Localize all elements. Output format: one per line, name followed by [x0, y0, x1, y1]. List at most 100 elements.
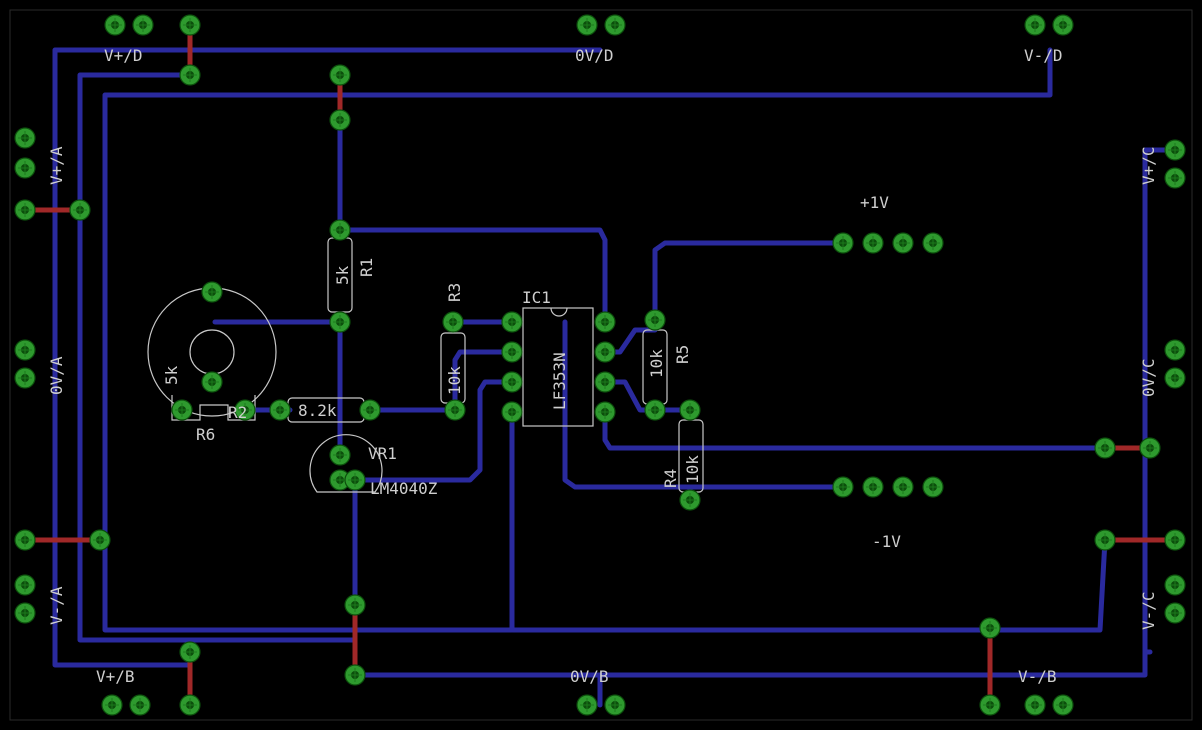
pad — [344, 664, 366, 686]
pad — [14, 602, 36, 624]
silkscreen — [147, 237, 704, 493]
label-r3-value: 10k — [445, 366, 464, 395]
pad — [269, 399, 291, 421]
label-v-minus-b: V-/B — [1018, 667, 1057, 686]
pad — [644, 309, 666, 331]
pad — [179, 694, 201, 716]
label-v-plus-b: V+/B — [96, 667, 135, 686]
pad — [1024, 694, 1046, 716]
label-vr1-value: LM4040Z — [370, 479, 438, 498]
label-0v-b: 0V/B — [570, 667, 609, 686]
label-0v-c: 0V/C — [1139, 358, 1158, 397]
pad — [644, 399, 666, 421]
pad — [101, 694, 123, 716]
pad — [1164, 367, 1186, 389]
pad — [14, 157, 36, 179]
label-ic1-value: LF353N — [550, 352, 569, 410]
ic1-body — [522, 307, 594, 427]
label-r6-name: R6 — [196, 425, 215, 444]
label-r1-name: R1 — [357, 258, 376, 277]
pad — [442, 311, 464, 333]
pad — [892, 232, 914, 254]
pad — [594, 371, 616, 393]
pad — [132, 14, 154, 36]
pad — [69, 199, 91, 221]
pad — [201, 281, 223, 303]
pad — [501, 341, 523, 363]
label-minus-1v: -1V — [872, 532, 901, 551]
pad — [171, 399, 193, 421]
pad — [179, 64, 201, 86]
label-plus-1v: +1V — [860, 193, 889, 212]
pad — [104, 14, 126, 36]
pad — [329, 64, 351, 86]
label-vr1-name: VR1 — [368, 444, 397, 463]
label-r4-name: R4 — [661, 469, 680, 488]
pad — [604, 14, 626, 36]
pad — [329, 444, 351, 466]
pad — [862, 232, 884, 254]
label-v-plus-a: V+/A — [47, 146, 66, 185]
pad — [1164, 339, 1186, 361]
pad — [922, 476, 944, 498]
label-0v-a: 0V/A — [47, 356, 66, 395]
board-outline — [9, 9, 1193, 721]
pad — [201, 371, 223, 393]
pad — [344, 469, 366, 491]
top-traces — [22, 22, 1178, 708]
pad — [179, 641, 201, 663]
pad — [594, 311, 616, 333]
pad — [14, 574, 36, 596]
label-v-minus-a: V-/A — [47, 586, 66, 625]
pad — [1164, 529, 1186, 551]
pad — [862, 476, 884, 498]
label-0v-d: 0V/D — [575, 46, 614, 65]
pad — [679, 489, 701, 511]
r6-trimpot-outline — [147, 287, 277, 417]
label-r1-value: 5k — [333, 265, 352, 285]
pad — [1164, 574, 1186, 596]
pad — [1164, 602, 1186, 624]
pad — [14, 529, 36, 551]
pad — [179, 14, 201, 36]
labels: V+/D 0V/D V-/D V+/A 0V/A V-/A V+/B 0V/B … — [47, 46, 1158, 686]
pad — [594, 401, 616, 423]
pad — [14, 127, 36, 149]
pad — [1024, 14, 1046, 36]
label-r3-name: R3 — [445, 283, 464, 302]
pad — [501, 371, 523, 393]
label-r4-value: 10k — [683, 455, 702, 484]
pad — [501, 311, 523, 333]
label-v-plus-d: V+/D — [104, 46, 143, 65]
pad — [1139, 437, 1161, 459]
pad — [329, 311, 351, 333]
r6-trimpot-knob — [189, 329, 235, 375]
pad — [832, 232, 854, 254]
pad — [1052, 14, 1074, 36]
pad — [501, 401, 523, 423]
label-r2-name: R2 — [228, 403, 247, 422]
pad — [1164, 139, 1186, 161]
label-v-minus-c: V-/C — [1139, 591, 1158, 630]
pad — [604, 694, 626, 716]
ic1-notch — [550, 307, 568, 317]
pad — [359, 399, 381, 421]
pad — [892, 476, 914, 498]
pad — [576, 14, 598, 36]
pad — [14, 367, 36, 389]
label-r6-value: 5k — [162, 365, 181, 385]
label-v-minus-d: V-/D — [1024, 46, 1063, 65]
pad — [1164, 167, 1186, 189]
pad — [14, 339, 36, 361]
pad — [444, 399, 466, 421]
pad — [234, 399, 256, 421]
pad — [344, 594, 366, 616]
pad — [594, 341, 616, 363]
pad — [329, 109, 351, 131]
pad — [979, 617, 1001, 639]
label-v-plus-c: V+/C — [1139, 146, 1158, 185]
pad — [576, 694, 598, 716]
label-ic1-name: IC1 — [522, 288, 551, 307]
pads — [14, 14, 1186, 716]
pad — [89, 529, 111, 551]
